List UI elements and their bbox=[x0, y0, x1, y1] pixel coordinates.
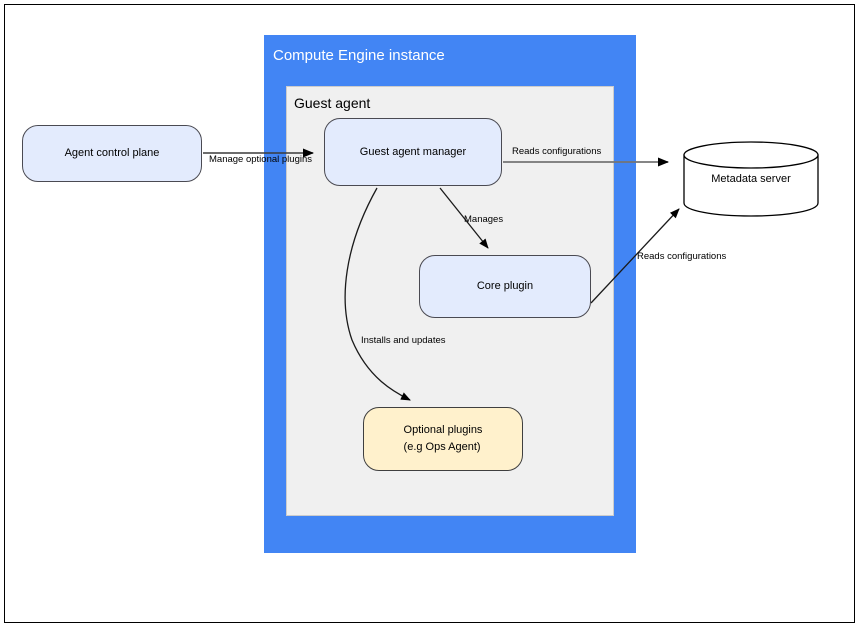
edge-label-reads-configurations-core: Reads configurations bbox=[637, 251, 727, 262]
optional-plugins-label-line2: (e.g Ops Agent) bbox=[403, 441, 481, 453]
optional-plugins-label-group: Optional plugins (e.g Ops Agent) bbox=[404, 422, 483, 456]
cylinder-shape bbox=[683, 141, 819, 217]
node-optional-plugins[interactable]: Optional plugins (e.g Ops Agent) bbox=[363, 407, 523, 471]
guest-agent-label: Guest agent bbox=[294, 95, 371, 111]
compute-engine-instance-label: Compute Engine instance bbox=[273, 47, 445, 64]
agent-control-plane-label: Agent control plane bbox=[64, 147, 160, 159]
edge-label-manage-optional-plugins: Manage optional plugins bbox=[209, 154, 312, 165]
node-agent-control-plane[interactable]: Agent control plane bbox=[22, 125, 202, 182]
edge-label-reads-configurations-manager: Reads configurations bbox=[512, 146, 602, 157]
page-border-frame bbox=[4, 4, 855, 623]
optional-plugins-label-line1: Optional plugins bbox=[403, 424, 483, 436]
node-guest-agent-manager[interactable]: Guest agent manager bbox=[324, 118, 502, 186]
node-metadata-server[interactable]: Metadata server bbox=[683, 141, 819, 217]
metadata-server-label-wrap: Metadata server bbox=[683, 141, 819, 217]
core-plugin-label: Core plugin bbox=[476, 280, 534, 292]
metadata-server-label: Metadata server bbox=[711, 173, 791, 185]
edge-label-manages: Manages bbox=[464, 214, 504, 225]
guest-agent-manager-label: Guest agent manager bbox=[359, 145, 467, 158]
edge-label-installs-and-updates: Installs and updates bbox=[361, 335, 446, 346]
node-core-plugin[interactable]: Core plugin bbox=[419, 255, 591, 318]
